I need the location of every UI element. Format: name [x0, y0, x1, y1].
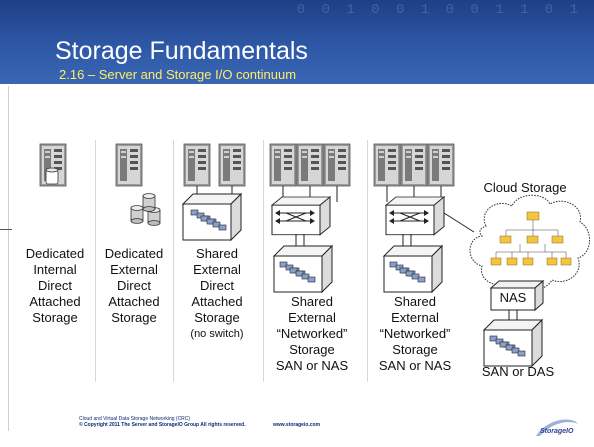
footer-book-title: Cloud and Virtual Data Storage Networkin… — [79, 416, 191, 422]
storage-array-icon — [182, 193, 242, 241]
server-icon — [269, 143, 297, 187]
column-separator — [367, 140, 368, 382]
header-band — [0, 0, 594, 84]
nas-server-icon — [489, 279, 545, 312]
storageio-logo-text: StorageIO — [540, 428, 574, 435]
nas-label: NAS — [499, 290, 527, 305]
network-switch-icon — [385, 196, 445, 236]
cloud-storage-label: Cloud Storage — [483, 180, 567, 195]
column-label-dedicated-internal: Dedicated Internal Direct Attached Stora… — [25, 246, 85, 325]
server-icon — [427, 143, 455, 187]
column-separator — [95, 140, 96, 382]
server-icon — [296, 143, 324, 187]
server-icon — [400, 143, 428, 187]
slide-subtitle: 2.16 – Server and Storage I/O continuum — [59, 67, 297, 82]
column-label-shared-direct: Shared External Direct Attached Storage … — [176, 246, 258, 342]
server-icon — [323, 143, 351, 187]
server-icon — [39, 143, 67, 187]
storageio-logo-swoosh — [536, 419, 578, 436]
connection-line — [443, 212, 475, 233]
footer-copyright: Cloud and Virtual Data Storage Networkin… — [79, 416, 246, 428]
left-margin-line — [8, 86, 9, 431]
network-switch-icon — [271, 196, 331, 236]
column-label-shared-networked-1: Shared External “Networked” Storage SAN … — [275, 294, 349, 373]
san-or-das-label: SAN or DAS — [481, 364, 555, 379]
column-separator — [263, 140, 264, 382]
storage-array-icon — [273, 245, 333, 293]
folder-tree-icon — [490, 211, 572, 266]
storage-array-icon — [483, 319, 543, 367]
storage-array-icon — [383, 245, 443, 293]
header-binary-pattern: 0 0 1 0 0 1 0 0 1 1 0 1 — [296, 2, 582, 18]
server-icon — [373, 143, 401, 187]
server-icon — [218, 143, 246, 187]
column-label-shared-networked-2: Shared External “Networked” Storage SAN … — [378, 294, 452, 373]
server-icon — [183, 143, 211, 187]
slide-title: Storage Fundamentals — [55, 37, 308, 65]
server-icon — [115, 143, 143, 187]
left-margin-tick — [0, 229, 12, 230]
no-switch-note: (no switch) — [190, 328, 244, 340]
footer-copyright-line: © Copyright 2011 The Server and StorageI… — [79, 422, 246, 428]
footer-url: www.storageio.com — [273, 422, 321, 428]
column-label-dedicated-external: Dedicated External Direct Attached Stora… — [104, 246, 164, 325]
disk-drive-icon — [130, 193, 161, 226]
column-separator — [173, 140, 174, 382]
